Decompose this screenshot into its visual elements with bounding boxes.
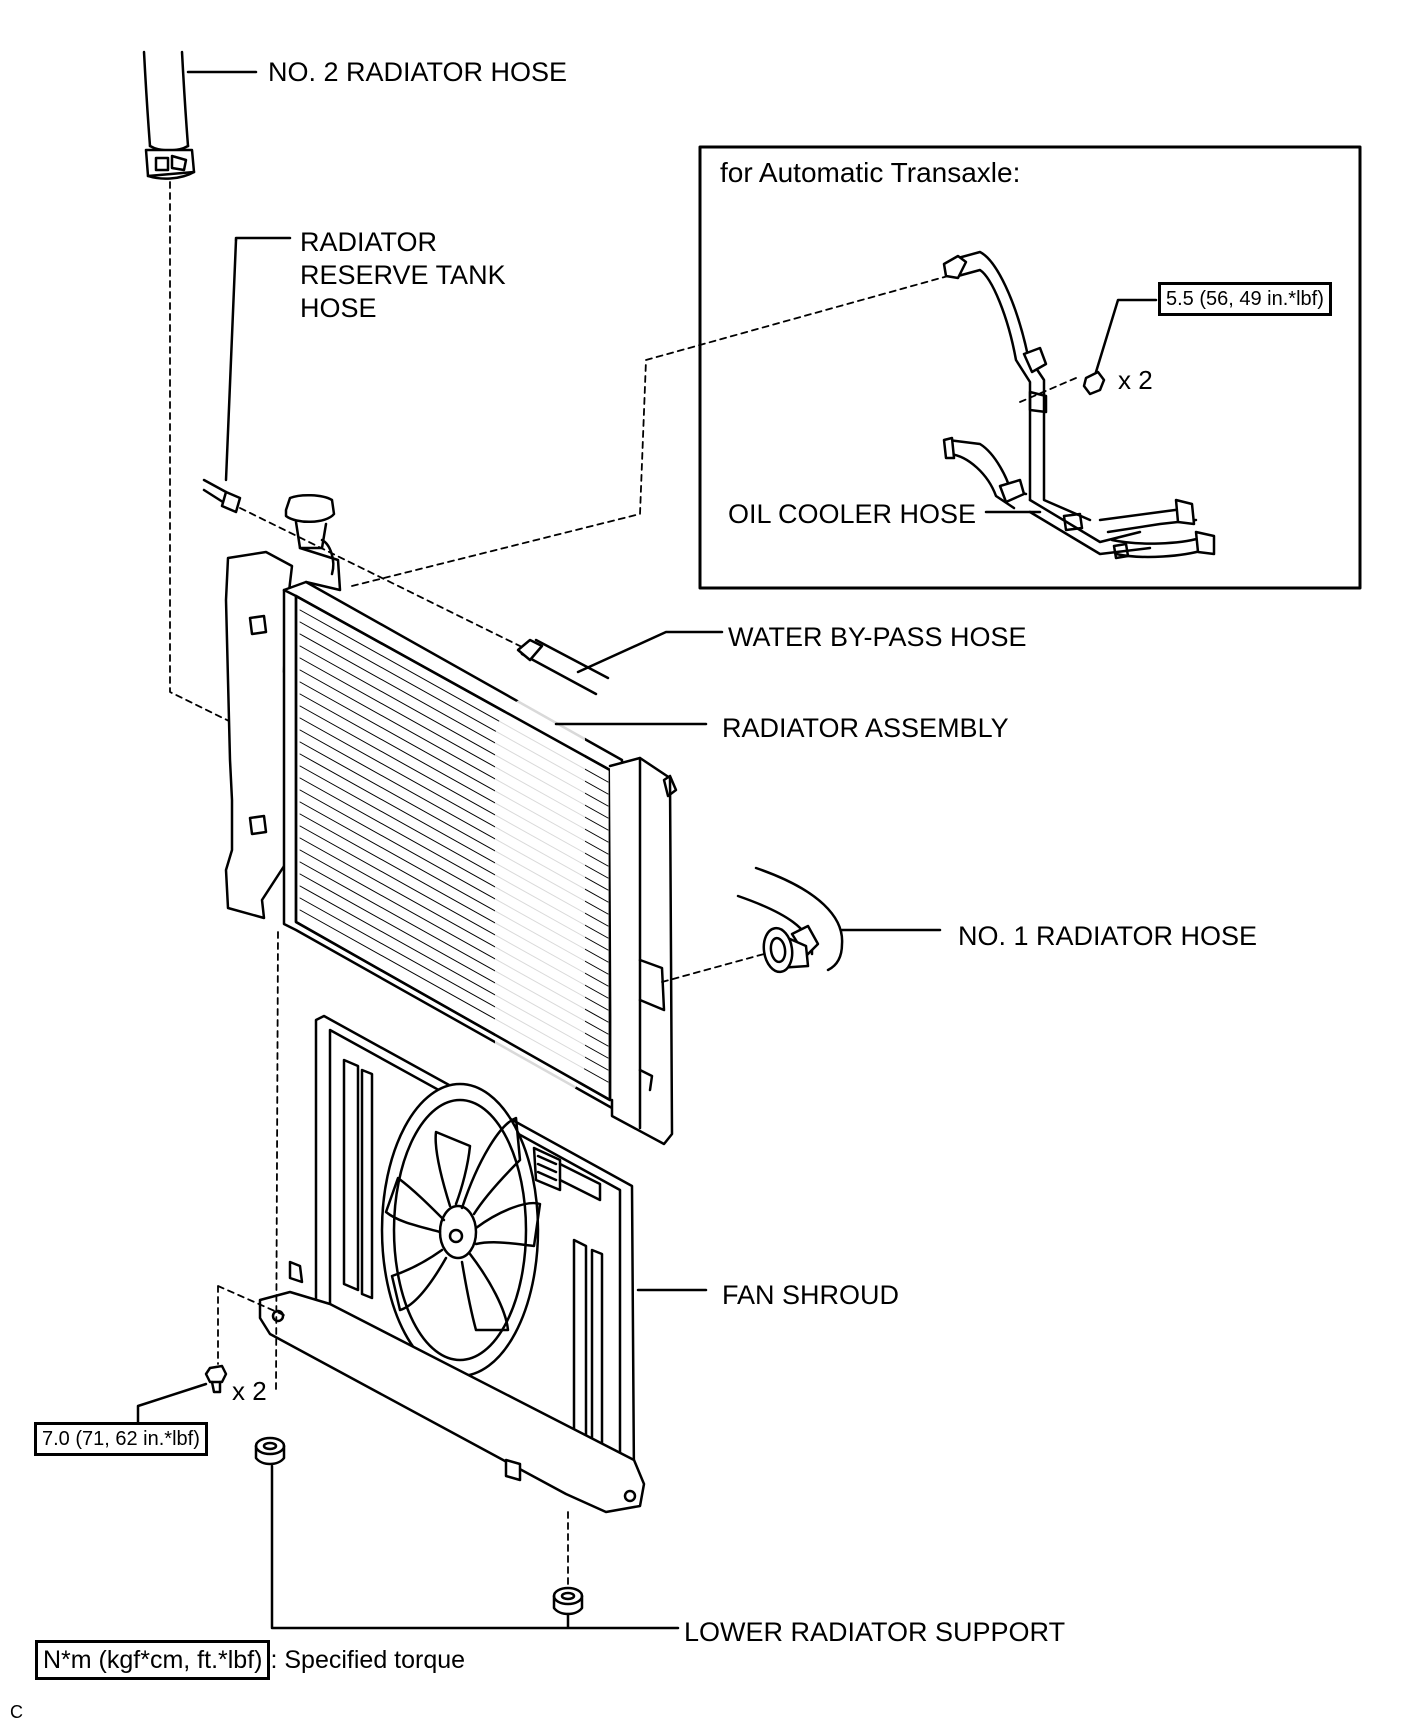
torque-legend: N*m (kgf*cm, ft.*lbf): Specified torque [35,1640,465,1680]
leader-inset-torque [1094,298,1158,374]
dashed-guide-no1-hose [661,953,765,983]
lower-radiator-support-right [552,1586,584,1616]
label-no1-radiator-hose: NO. 1 RADIATOR HOSE [958,921,1258,951]
figure-code: C [10,1702,23,1722]
radiator-cap [284,494,336,576]
label-fan-shroud: FAN SHROUD [722,1280,900,1310]
label-water-bypass-hose: WATER BY-PASS HOSE [728,622,1027,652]
dashed-guide-bolt [217,1285,287,1365]
water-bypass-hose [516,638,610,696]
leader-water-bypass-hose [576,630,724,674]
automatic-transaxle-inset-frame [698,145,1362,590]
inset-quantity: x 2 [1118,365,1153,395]
dashed-guide-radiator-to-shroud [275,931,279,1391]
label-oil-cooler-hose: OIL COOLER HOSE [728,499,977,529]
radiator-assembly [224,546,678,1146]
inset-bolt [1082,370,1106,396]
label-no2-radiator-hose: NO. 2 RADIATOR HOSE [268,57,568,87]
label-radiator-reserve-tank-hose: RADIATOR RESERVE TANK HOSE [300,227,506,323]
fan-shroud [258,1014,646,1514]
bolt-quantity: x 2 [232,1376,267,1406]
dashed-guide-reserve-hose [239,507,529,651]
dashed-guide-oil-cooler [351,275,949,587]
shroud-bolt [204,1364,228,1394]
label-lower-radiator-support: LOWER RADIATOR SUPPORT [684,1617,1066,1647]
legend-description: : Specified torque [270,1646,466,1674]
legend-key: N*m (kgf*cm, ft.*lbf) [35,1640,271,1680]
radiator-reserve-tank-hose [202,238,242,514]
lower-radiator-support-left [254,1436,286,1466]
leader-reserve-hose [234,236,292,242]
leader-lower-radiator-support [270,1464,680,1630]
inset-torque-spec: 5.5 (56, 49 in.*lbf) [1158,282,1332,316]
no2-radiator-hose [142,50,196,180]
radiator-core-fins [299,609,609,1105]
bolt-torque-spec: 7.0 (71, 62 in.*lbf) [34,1422,208,1456]
no1-radiator-hose [736,866,844,974]
leader-bolt-torque [136,1382,208,1426]
oil-cooler-hose [942,250,1216,560]
label-radiator-assembly: RADIATOR ASSEMBLY [722,713,1009,743]
inset-title: for Automatic Transaxle: [720,157,1021,188]
